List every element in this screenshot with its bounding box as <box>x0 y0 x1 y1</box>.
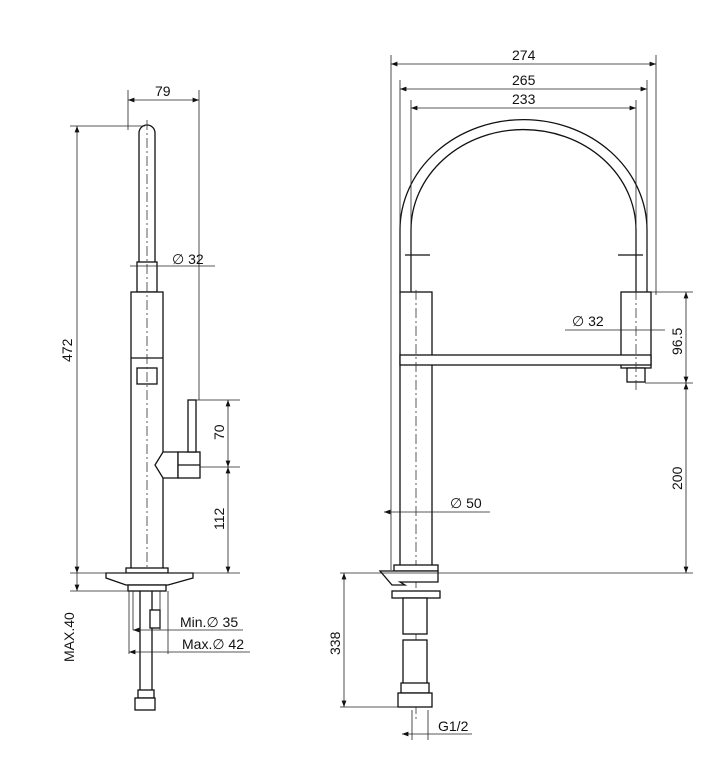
lever <box>187 399 197 453</box>
dim-274: 274 <box>512 47 536 63</box>
dim-max-40: MAX.40 <box>61 612 77 662</box>
dim-max-hole: Max.∅ 42 <box>182 636 244 652</box>
dim-96-5: 96.5 <box>669 328 685 355</box>
dim-min-hole: Min.∅ 35 <box>180 614 238 630</box>
front-hose-nut <box>397 692 433 708</box>
front-view: 274 265 233 ∅ 32 96.5 200 ∅ 50 338 G1/2 <box>327 47 693 740</box>
dim-70: 70 <box>211 424 227 440</box>
lever-joint <box>154 451 179 479</box>
dim-200: 200 <box>669 466 685 490</box>
dim-265: 265 <box>512 72 536 88</box>
front-base <box>378 570 439 586</box>
base-plate <box>105 572 194 586</box>
connector-bar <box>399 354 652 366</box>
side-view: 79 ∅ 32 472 70 112 MAX.40 Min.∅ 35 Max.∅… <box>59 83 250 711</box>
dim-spout-dia: ∅ 32 <box>172 251 204 267</box>
dim-233: 233 <box>512 91 536 107</box>
dim-338: 338 <box>327 631 343 655</box>
dim-472: 472 <box>59 338 75 362</box>
hose-nut <box>134 697 156 711</box>
dim-head-dia: ∅ 32 <box>572 313 604 329</box>
dim-79: 79 <box>155 83 171 99</box>
dim-thread: G1/2 <box>438 718 469 734</box>
dim-body-dia: ∅ 50 <box>450 495 482 511</box>
dim-112: 112 <box>211 507 227 530</box>
hose-arc-outer <box>399 118 648 292</box>
